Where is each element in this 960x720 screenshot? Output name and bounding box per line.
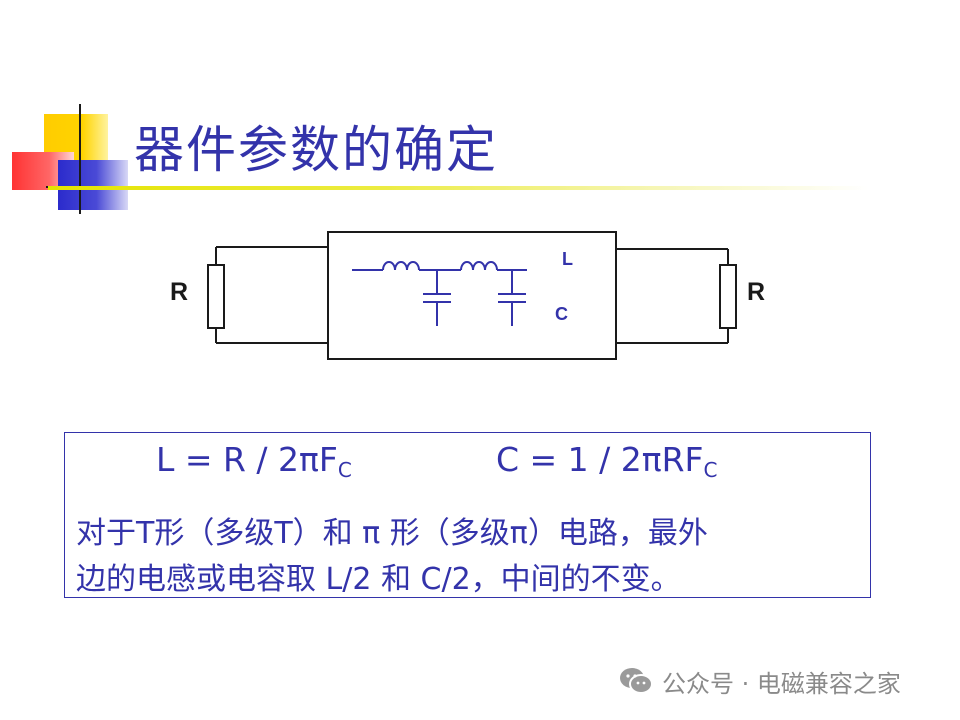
resistor-right xyxy=(719,264,737,329)
inductor-1 xyxy=(382,261,420,271)
watermark: 公众号 · 电磁兼容之家 xyxy=(618,666,901,698)
capacitance-formula: C = 1 / 2πRFC xyxy=(496,440,718,482)
page-title: 器件参数的确定 xyxy=(134,121,498,179)
inductance-formula: L = R / 2πFC xyxy=(156,440,352,482)
wechat-icon xyxy=(620,668,653,694)
formula-box xyxy=(64,432,871,598)
note-line-1: 对于T形（多级T）和 π 形（多级π）电路，最外 xyxy=(76,516,708,551)
watermark-text: 公众号 · 电磁兼容之家 xyxy=(662,669,901,698)
resistor-left xyxy=(207,264,225,329)
inductor-2 xyxy=(460,261,498,271)
title-underline xyxy=(48,186,868,190)
resistor-right-label: R xyxy=(747,278,765,306)
inductor-label: L xyxy=(562,249,573,269)
capacitor-label: C xyxy=(555,304,568,324)
resistor-left-label: R xyxy=(170,278,188,306)
filter-box xyxy=(327,231,617,360)
decor-vertical-line xyxy=(79,104,81,214)
decor-blue-square xyxy=(58,160,128,210)
note-line-2: 边的电感或电容取 L/2 和 C/2，中间的不变。 xyxy=(76,562,681,597)
